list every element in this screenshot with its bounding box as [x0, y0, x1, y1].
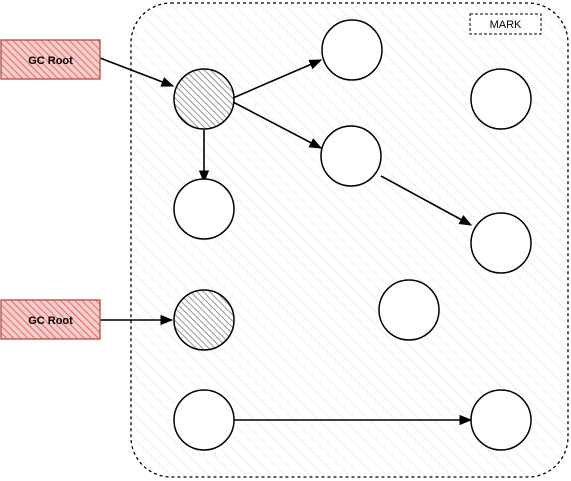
edge-root-1-to-node-a [99, 57, 175, 87]
node-d [470, 68, 532, 130]
node-f [470, 212, 532, 274]
node-g-marked [173, 289, 235, 351]
object-nodes [173, 19, 532, 451]
heap-region [130, 2, 569, 478]
mark-tag-label: MARK [490, 19, 522, 31]
node-j [470, 389, 532, 451]
mark-tag-box [469, 13, 542, 35]
gc-root-1: GC Root [0, 39, 101, 80]
gc-root-1-label: GC Root [28, 55, 73, 67]
node-b [321, 19, 383, 81]
gc-root-2: GC Root [0, 299, 101, 340]
node-e [173, 178, 235, 240]
edge-node-a-to-node-c [232, 101, 323, 149]
gc-root-2-label: GC Root [28, 315, 73, 327]
edge-node-c-to-node-f [380, 175, 473, 226]
heap-region-border [130, 2, 569, 478]
gc-root-2-box [0, 299, 101, 340]
node-c [320, 125, 382, 187]
gc-root-1-box [0, 39, 101, 80]
node-h [378, 279, 440, 341]
reference-edges [99, 57, 473, 426]
node-i [173, 389, 235, 451]
node-a-marked [173, 68, 235, 130]
edge-node-a-to-node-b [232, 59, 323, 99]
mark-tag: MARK [469, 13, 542, 35]
